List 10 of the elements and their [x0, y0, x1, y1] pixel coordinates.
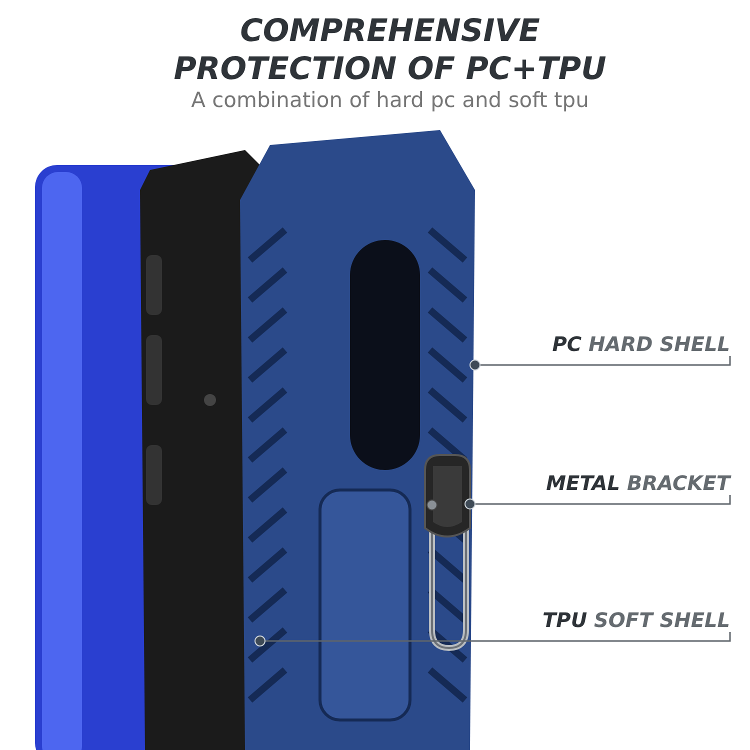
title: COMPREHENSIVE PROTECTION OF PC+TPU [172, 12, 608, 88]
leader-line [470, 356, 731, 370]
callout-label: PC HARD SHELL [552, 332, 730, 356]
leader-line [464, 495, 731, 510]
subtitle: A combination of hard pc and soft tpu [190, 88, 590, 112]
callout-label: METAL BRACKET [546, 471, 730, 495]
leader-line [254, 632, 731, 646]
ring-bracket-drawing [424, 454, 471, 651]
hard-shell-drawing [240, 130, 475, 750]
callout-label: TPU SOFT SHELL [542, 608, 730, 632]
